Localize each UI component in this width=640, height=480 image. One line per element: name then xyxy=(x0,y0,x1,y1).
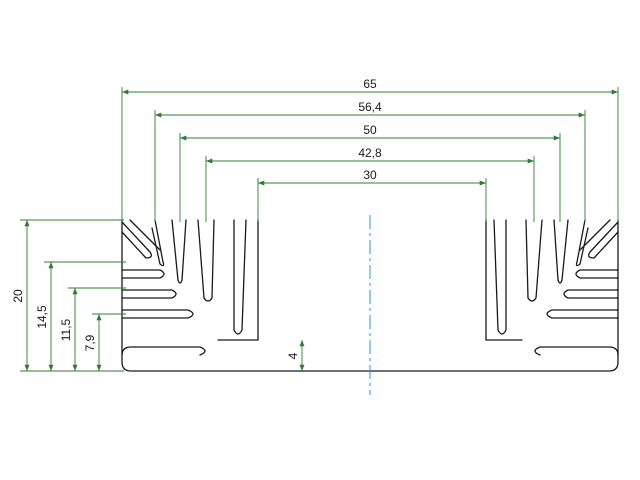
label-30: 30 xyxy=(363,168,377,182)
left-fin-3 xyxy=(121,309,194,319)
left-fin-diagonal-2 xyxy=(129,219,161,251)
left-fin-bottom xyxy=(121,346,206,356)
horizontal-dimensions xyxy=(122,89,618,186)
right-fin-2 xyxy=(563,289,619,299)
right-fin-diagonal-1 xyxy=(588,221,619,259)
right-fin-3 xyxy=(546,309,619,319)
central-channel xyxy=(257,219,487,341)
right-fin-vertical-1 xyxy=(575,219,589,267)
right-fin-vertical-2 xyxy=(553,219,569,284)
left-fin-vertical-4 xyxy=(233,219,247,335)
vertical-dimensions xyxy=(24,220,305,371)
label-50: 50 xyxy=(363,123,377,137)
extension-lines xyxy=(20,87,619,372)
label-65: 65 xyxy=(363,77,377,91)
label-11-5: 11,5 xyxy=(59,318,73,341)
left-fin-diagonal-1 xyxy=(121,221,152,259)
right-fin-diagonal-2 xyxy=(579,219,611,251)
label-14-5: 14,5 xyxy=(35,305,49,329)
right-fin-vertical-4 xyxy=(493,219,507,335)
left-fin-vertical-3 xyxy=(197,219,215,302)
right-fin-bottom xyxy=(534,346,619,356)
left-fin-1 xyxy=(121,269,165,279)
heatsink-outline xyxy=(121,219,619,372)
left-fin-2 xyxy=(121,289,177,299)
left-fin-vertical-1 xyxy=(151,219,165,267)
right-fin-vertical-3 xyxy=(525,219,543,302)
left-fin-vertical-2 xyxy=(171,219,187,284)
label-20: 20 xyxy=(11,289,25,303)
right-fin-1 xyxy=(575,269,619,279)
label-42-8: 42,8 xyxy=(358,146,382,160)
label-56-4: 56,4 xyxy=(358,100,382,114)
label-7-9: 7,9 xyxy=(83,334,97,351)
dimension-labels: 65 56,4 50 42,8 30 20 14,5 11,5 7,9 4 xyxy=(11,77,382,359)
label-base-thickness: 4 xyxy=(286,352,300,359)
